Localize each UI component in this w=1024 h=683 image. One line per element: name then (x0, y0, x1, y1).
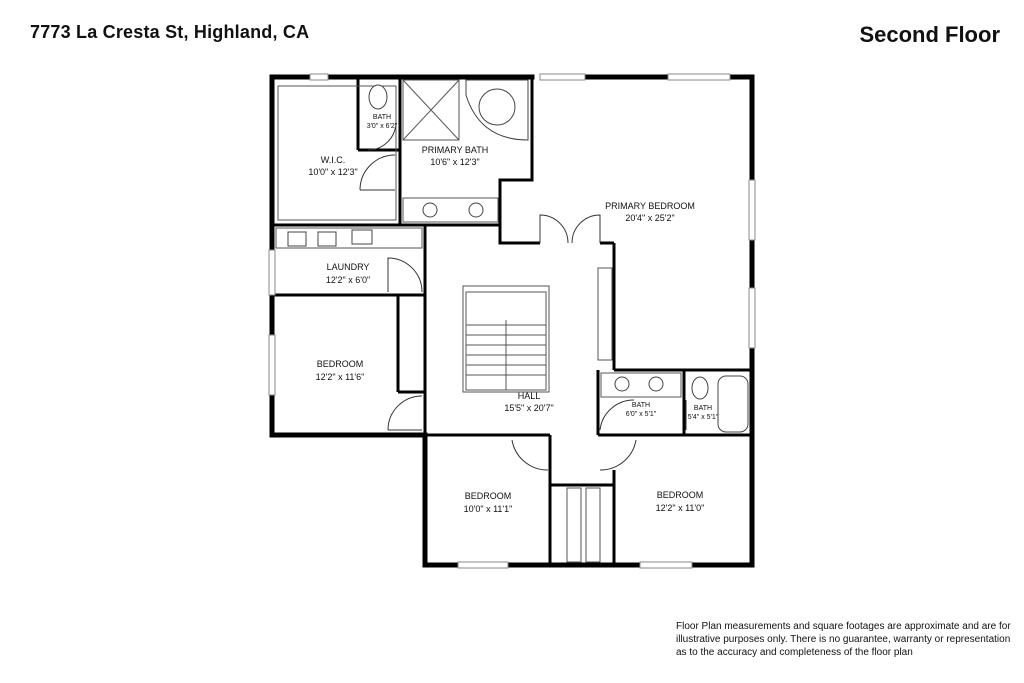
property-address: 7773 La Cresta St, Highland, CA (30, 22, 310, 42)
primary-bath-dims: 10'6" x 12'3" (430, 157, 479, 167)
bedroom-east-dims: 12'2" x 11'0" (656, 503, 705, 513)
wic-dims: 10'0" x 12'3" (308, 167, 357, 177)
wic-name: W.I.C. (321, 155, 346, 165)
laundry-dims: 12'2" x 6'0" (326, 275, 370, 285)
bedroom-east-name: BEDROOM (657, 490, 704, 500)
bedroom-west-name: BEDROOM (317, 359, 364, 369)
interior-walls (272, 77, 752, 565)
bath-b-name: BATH (694, 405, 712, 412)
windows (268, 73, 756, 569)
bath-a-name: BATH (632, 402, 650, 409)
room-labels: W.I.C. 10'0" x 12'3" BATH 3'0" x 6'2" PR… (308, 114, 718, 514)
primary-bedroom-name: PRIMARY BEDROOM (605, 201, 695, 211)
primary-bedroom-dims: 20'4" x 25'2" (625, 213, 674, 223)
fixtures (275, 79, 749, 563)
laundry-name: LAUNDRY (327, 262, 370, 272)
staircase (462, 285, 550, 393)
hall-name: HALL (518, 391, 541, 401)
bath-small-name: BATH (373, 114, 391, 121)
disclaimer-text: Floor Plan measurements and square foota… (676, 621, 1011, 658)
hall-dims: 15'5" x 20'7" (504, 403, 553, 413)
bath-b-dims: 5'4" x 5'1" (688, 414, 719, 421)
primary-bath-name: PRIMARY BATH (422, 145, 489, 155)
floor-title: Second Floor (859, 22, 1000, 47)
bedroom-west-dims: 12'2" x 11'6" (316, 372, 365, 382)
bedroom-south-dims: 10'0" x 11'1" (464, 504, 513, 514)
bath-small-dims: 3'0" x 6'2" (367, 123, 398, 130)
bedroom-south-name: BEDROOM (465, 491, 512, 501)
bath-a-dims: 6'0" x 5'1" (626, 411, 657, 418)
